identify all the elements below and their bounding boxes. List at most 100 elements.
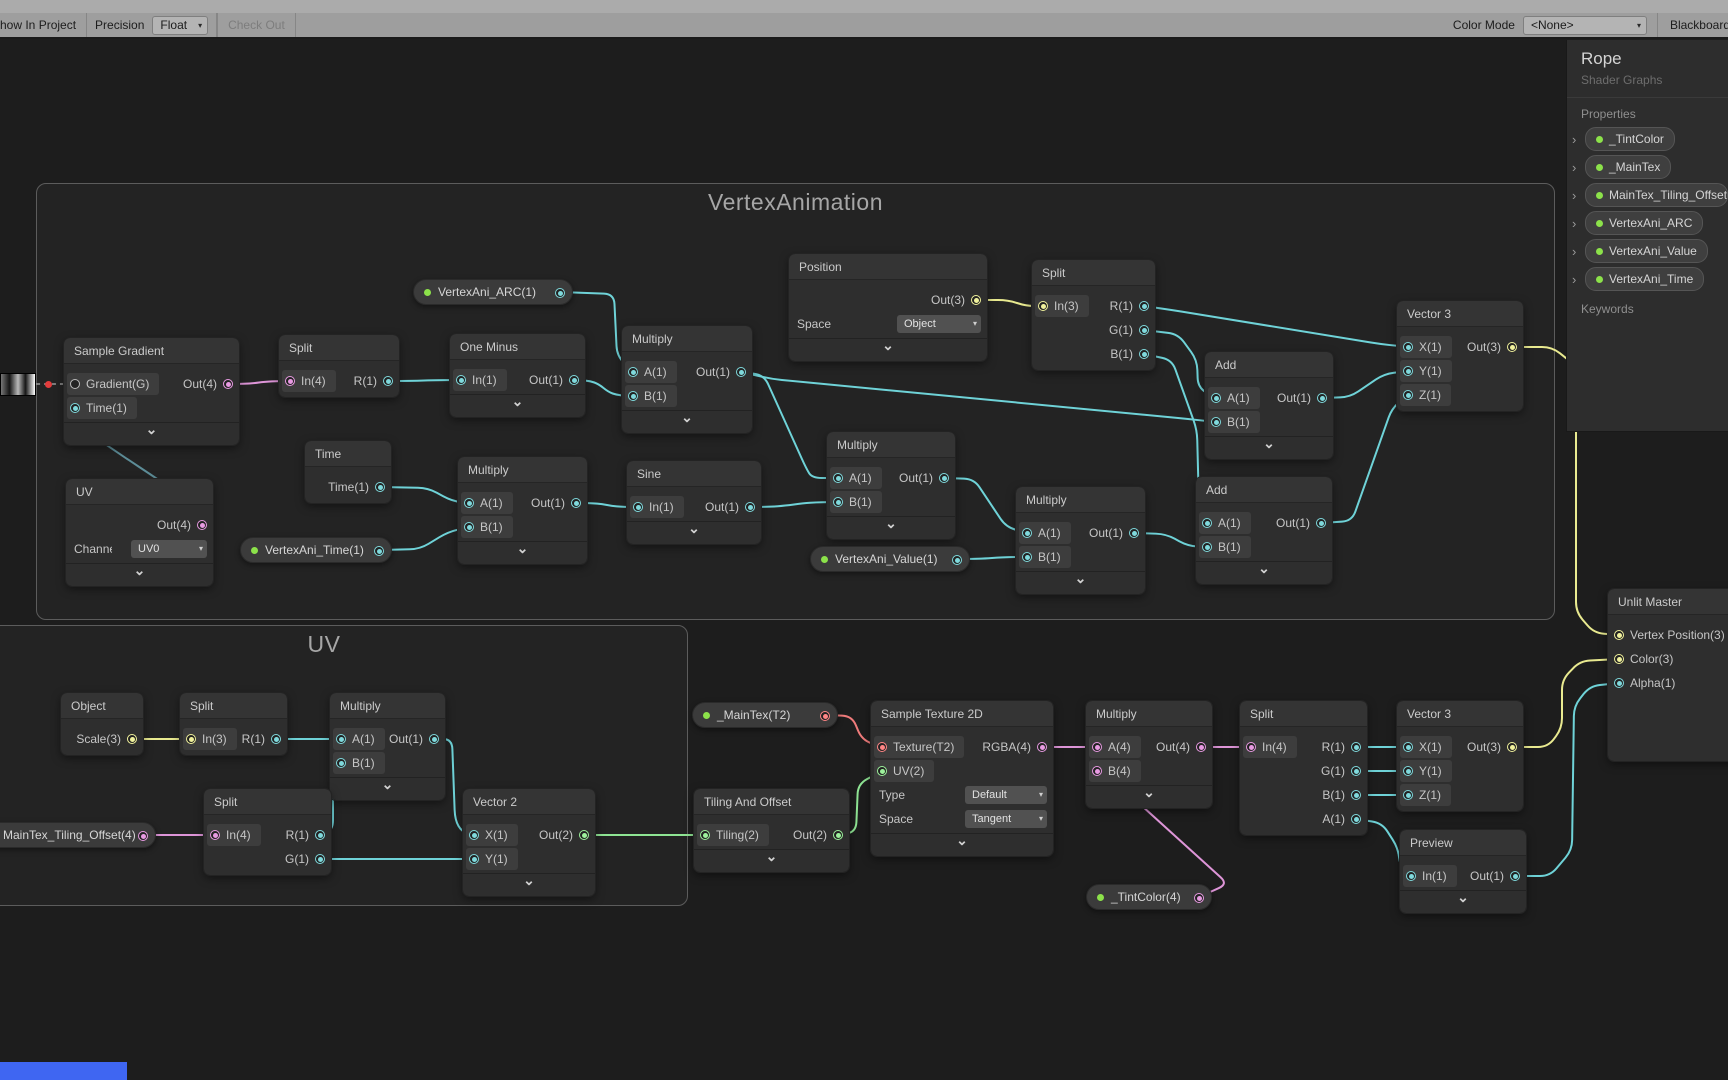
input-port-B(1)[interactable]: [1211, 417, 1221, 427]
property-node-vertexani-arc-1-[interactable]: VertexAni_ARC(1): [413, 279, 573, 305]
collapse-chevron-icon[interactable]: ⌄: [871, 833, 1053, 852]
output-port-Out(3)[interactable]: [971, 295, 981, 305]
blackboard-property-row[interactable]: ›VertexAni_Value: [1567, 237, 1728, 265]
show-in-project-button[interactable]: Show In Project: [0, 13, 88, 37]
expander-chevron-icon[interactable]: ›: [1572, 187, 1577, 203]
output-port[interactable]: [1194, 893, 1204, 903]
input-port-A(1)[interactable]: [336, 734, 346, 744]
check-out-button[interactable]: Check Out: [217, 13, 296, 37]
output-port-Scale(3)[interactable]: [127, 734, 137, 744]
input-port-B(1)[interactable]: [336, 758, 346, 768]
property-node-vertexani-time-1-[interactable]: VertexAni_Time(1): [240, 537, 392, 563]
blackboard-property-pill[interactable]: VertexAni_ARC: [1585, 211, 1704, 235]
input-port-In(4)[interactable]: [285, 376, 295, 386]
collapse-chevron-icon[interactable]: ⌄: [1196, 561, 1332, 580]
precision-dropdown[interactable]: Float ▾: [152, 15, 209, 35]
input-port-A(1)[interactable]: [1022, 528, 1032, 538]
input-port-Color(3)[interactable]: [1614, 654, 1624, 664]
input-port-Z(1)[interactable]: [1403, 790, 1413, 800]
option-dropdown-space[interactable]: Object▾: [897, 315, 981, 333]
input-port-X(1)[interactable]: [1403, 342, 1413, 352]
collapse-chevron-icon[interactable]: ⌄: [1400, 890, 1526, 909]
input-port-X(1)[interactable]: [469, 830, 479, 840]
input-port-Alpha(1)[interactable]: [1614, 678, 1624, 688]
output-port[interactable]: [952, 555, 962, 565]
collapse-chevron-icon[interactable]: ⌄: [622, 410, 752, 429]
input-port-B(1)[interactable]: [464, 522, 474, 532]
input-port-In(1)[interactable]: [633, 502, 643, 512]
input-port-UV(2)[interactable]: [877, 766, 887, 776]
blackboard-panel[interactable]: Rope Shader Graphs Properties ›_TintColo…: [1566, 40, 1728, 432]
input-port-In(1)[interactable]: [1406, 871, 1416, 881]
input-port-B(1)[interactable]: [833, 497, 843, 507]
property-node--maintex-t2-[interactable]: _MainTex(T2): [692, 702, 838, 728]
output-port-Out(1)[interactable]: [736, 367, 746, 377]
input-port-B(1)[interactable]: [1202, 542, 1212, 552]
output-port[interactable]: [820, 711, 830, 721]
blackboard-property-pill[interactable]: VertexAni_Value: [1585, 239, 1708, 263]
output-port-B(1)[interactable]: [1139, 349, 1149, 359]
output-port-Out(1)[interactable]: [1316, 518, 1326, 528]
color-mode-dropdown[interactable]: <None> ▾: [1522, 15, 1647, 35]
input-port-X(1)[interactable]: [1403, 742, 1413, 752]
input-port-Y(1)[interactable]: [1403, 366, 1413, 376]
collapse-chevron-icon[interactable]: ⌄: [450, 394, 585, 413]
property-node-vertexani-value-1-[interactable]: VertexAni_Value(1): [810, 546, 970, 572]
input-port-B(4)[interactable]: [1092, 766, 1102, 776]
output-port-G(1)[interactable]: [1351, 766, 1361, 776]
collapse-chevron-icon[interactable]: ⌄: [827, 516, 955, 535]
output-port-Out(1)[interactable]: [571, 498, 581, 508]
blackboard-property-row[interactable]: ›_TintColor: [1567, 125, 1728, 153]
output-port-Out(1)[interactable]: [745, 502, 755, 512]
blackboard-property-pill[interactable]: VertexAni_Time: [1585, 267, 1705, 291]
output-port-Out(4)[interactable]: [197, 520, 207, 530]
output-port-R(1)[interactable]: [271, 734, 281, 744]
input-port-Gradient(G)[interactable]: [70, 379, 80, 389]
blackboard-property-row[interactable]: ›_MainTex: [1567, 153, 1728, 181]
input-port-Tiling(2)[interactable]: [700, 830, 710, 840]
output-port-Out(1)[interactable]: [1510, 871, 1520, 881]
output-port-Out(4)[interactable]: [223, 379, 233, 389]
output-port-R(1)[interactable]: [1139, 301, 1149, 311]
property-node--tintcolor-4-[interactable]: _TintColor(4): [1086, 884, 1212, 910]
input-port-In(3)[interactable]: [1038, 301, 1048, 311]
blackboard-property-pill[interactable]: _MainTex: [1585, 155, 1672, 179]
blackboard-property-row[interactable]: ›MainTex_Tiling_Offset: [1567, 181, 1728, 209]
input-port-In(4)[interactable]: [210, 830, 220, 840]
output-port[interactable]: [374, 546, 384, 556]
property-node-maintex-tiling-offset-4-[interactable]: MainTex_Tiling_Offset(4): [0, 822, 156, 848]
blackboard-property-pill[interactable]: _TintColor: [1585, 127, 1675, 151]
output-port-Out(2)[interactable]: [579, 830, 589, 840]
output-port-A(1)[interactable]: [1351, 814, 1361, 824]
output-port-Out(4)[interactable]: [1196, 742, 1206, 752]
gradient-preview-widget[interactable]: [0, 373, 36, 396]
input-port-A(1)[interactable]: [464, 498, 474, 508]
collapse-chevron-icon[interactable]: ⌄: [1205, 436, 1333, 455]
output-port-Out(3)[interactable]: [1507, 742, 1517, 752]
input-port-Texture(T2)[interactable]: [877, 742, 887, 752]
collapse-chevron-icon[interactable]: ⌄: [1086, 785, 1212, 804]
output-port-R(1)[interactable]: [1351, 742, 1361, 752]
option-dropdown-type[interactable]: Default▾: [965, 786, 1047, 804]
collapse-chevron-icon[interactable]: ⌄: [64, 422, 239, 441]
